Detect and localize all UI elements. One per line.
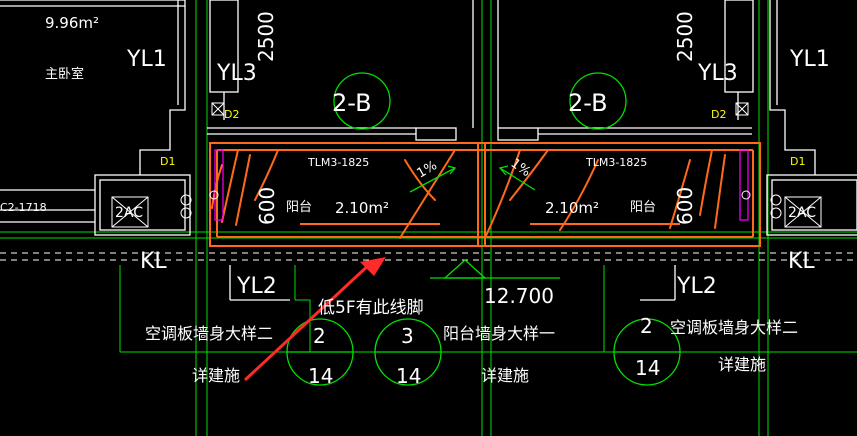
callout-top-3: 3	[401, 324, 414, 348]
balcony-hatch-strokes	[211, 149, 726, 239]
door-tlm-left: TLM3-1825	[307, 156, 369, 169]
drain-symbols	[180, 102, 782, 219]
balcony-label-left: 阳台	[286, 200, 312, 215]
drain-circle-left	[209, 190, 219, 200]
ac-boxes	[111, 196, 822, 228]
dim-600-left: 600	[255, 187, 279, 225]
door-d2-right: D2	[711, 108, 726, 121]
balcony-area-left: 2.10m²	[335, 199, 389, 217]
callout-bottom-14-left: 14	[308, 364, 333, 388]
column-yl1-right: YL1	[789, 47, 830, 72]
door-tags: D2 D2 D1 D1	[160, 108, 805, 168]
slope-arrows	[409, 165, 536, 193]
door-d2-left: D2	[224, 108, 239, 121]
ac-label-right: 2AC	[788, 205, 816, 221]
area-label: 9.96m²	[45, 14, 99, 32]
annotation-arrow	[243, 257, 386, 382]
see-arch-left: 详建施	[192, 366, 240, 385]
ac-wall-detail-right: 空调板墙身大样二	[670, 318, 798, 337]
see-arch-right: 详建施	[718, 355, 766, 374]
balcony-area-right: 2.10m²	[545, 199, 599, 217]
text-labels: 9.96m² 主卧室 YL1 YL1 YL3 YL3 YL2 YL2 2-B 2…	[0, 14, 830, 388]
column-yl3-left: YL3	[216, 61, 257, 86]
column-yl1-left: YL1	[126, 47, 167, 72]
door-d1-right: D1	[790, 155, 805, 168]
column-yl2-left: YL2	[236, 274, 277, 299]
pipe-circle-right-2	[770, 207, 782, 219]
window-c2-label: C2-1718	[0, 201, 47, 214]
column-yl3-right: YL3	[697, 61, 738, 86]
dim-2500-left: 2500	[254, 11, 278, 62]
balcony-wall-detail: 阳台墙身大样一	[443, 324, 555, 343]
detail-2b-circle-right	[569, 72, 627, 130]
door-accents	[214, 149, 749, 221]
elevation-symbol	[430, 259, 560, 279]
detail-2b-left: 2-B	[332, 89, 372, 117]
detail-2b-right: 2-B	[568, 89, 608, 117]
drain-circle-right	[741, 190, 751, 200]
pipe-circle-left	[180, 194, 192, 206]
door-d1-left: D1	[160, 155, 175, 168]
balcony-label-right: 阳台	[630, 200, 656, 215]
annotation-text: 低5F有此线脚	[318, 298, 424, 318]
ac-box-left	[111, 196, 149, 228]
elevation-label: 12.700	[484, 284, 554, 308]
beam-dashed-lines	[0, 252, 857, 261]
dimension-labels: 2500 2500 600 600	[254, 11, 697, 225]
beam-kl-right: KL	[788, 249, 815, 274]
callout-top-2-left: 2	[313, 324, 326, 348]
callout-circles	[286, 72, 681, 386]
pipe-circle-left-2	[180, 207, 192, 219]
dim-2500-right: 2500	[673, 11, 697, 62]
ac-box-right	[784, 196, 822, 228]
detail-2b-circle-left	[333, 72, 391, 130]
room-name: 主卧室	[45, 66, 84, 82]
callout-bottom-14-middle: 14	[396, 364, 421, 388]
beam-kl-left: KL	[140, 249, 167, 274]
callout-bottom-14-right: 14	[635, 356, 660, 380]
dim-600-right: 600	[673, 187, 697, 225]
column-yl2-right: YL2	[676, 274, 717, 299]
pipe-circle-right	[770, 194, 782, 206]
callout-top-2-right: 2	[640, 314, 653, 338]
ac-wall-detail-left: 空调板墙身大样二	[145, 324, 273, 343]
wall-lines	[0, 0, 857, 301]
door-tlm-right: TLM3-1825	[585, 156, 647, 169]
see-arch-middle: 详建施	[481, 366, 529, 385]
ac-label-left: 2AC	[115, 205, 143, 221]
